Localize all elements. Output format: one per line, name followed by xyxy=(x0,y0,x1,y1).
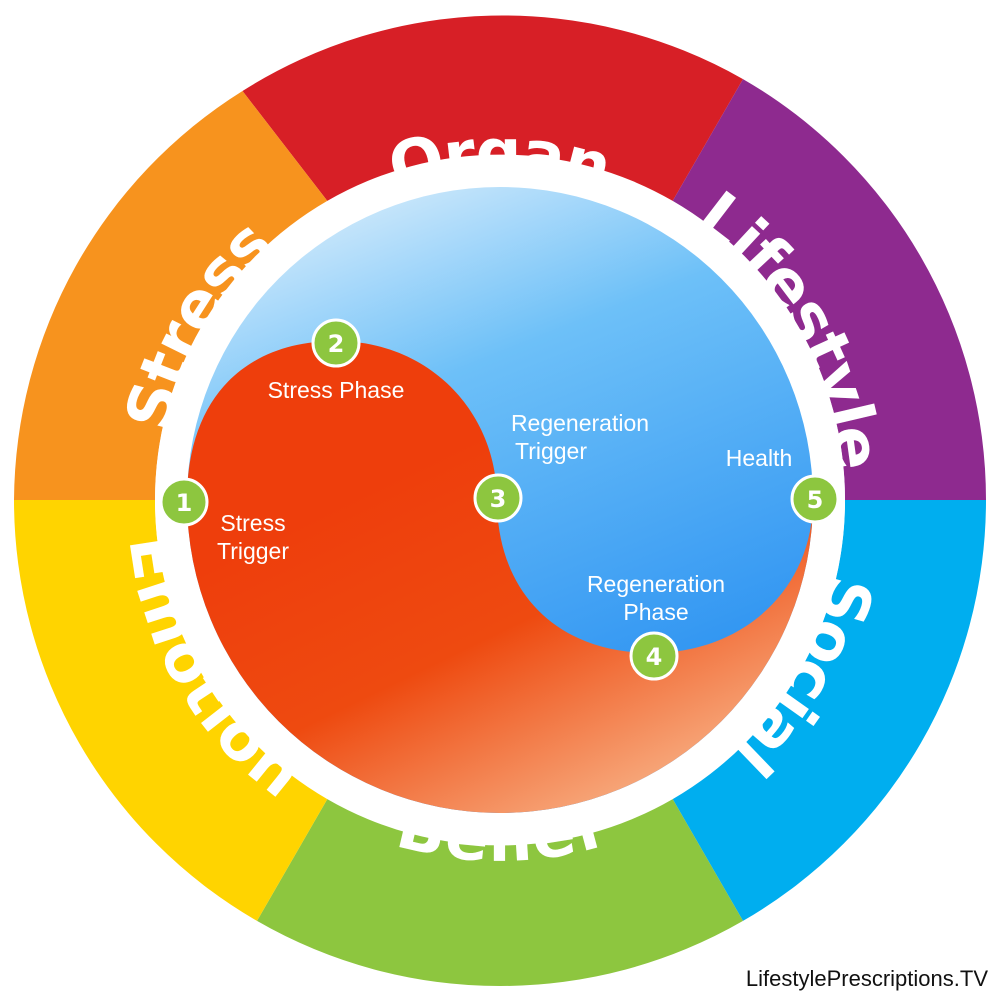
badge-4-number: 4 xyxy=(646,643,663,671)
badge-1: 1 xyxy=(159,477,209,527)
outer-ring xyxy=(13,15,986,987)
ring-segment-lifestyle xyxy=(672,79,986,500)
regeneration-phase-label-line2: Phase xyxy=(623,599,688,625)
badge-5-number: 5 xyxy=(807,486,824,514)
stress-phase-label: Stress Phase xyxy=(268,377,405,403)
health-label: Health xyxy=(726,445,792,471)
phase-badges: 1 2 3 4 5 xyxy=(159,318,840,681)
inner-labels: Stress Phase Regeneration Trigger Health… xyxy=(217,377,792,625)
regeneration-trigger-label-line1: Regeneration xyxy=(511,410,649,436)
stress-wave-area xyxy=(187,341,813,813)
badge-2: 2 xyxy=(311,318,361,368)
ring-segment-emotion xyxy=(13,500,328,921)
badge-4: 4 xyxy=(629,631,679,681)
badge-2-number: 2 xyxy=(328,330,345,358)
ring-segment-social xyxy=(672,500,986,921)
badge-3-number: 3 xyxy=(490,485,507,513)
ring-segment-stress xyxy=(14,91,328,500)
stress-trigger-label-line1: Stress xyxy=(220,510,285,536)
regeneration-trigger-label-line2: Trigger xyxy=(515,438,587,464)
stress-trigger-label-line2: Trigger xyxy=(217,538,289,564)
badge-5: 5 xyxy=(790,474,840,524)
ring-segment-belief xyxy=(257,799,743,987)
ring-segment-organ xyxy=(242,15,743,201)
website-credit: LifestylePrescriptions.TV xyxy=(746,966,988,991)
regeneration-phase-label-line1: Regeneration xyxy=(587,571,725,597)
badge-3: 3 xyxy=(473,473,523,523)
badge-1-number: 1 xyxy=(176,489,193,517)
